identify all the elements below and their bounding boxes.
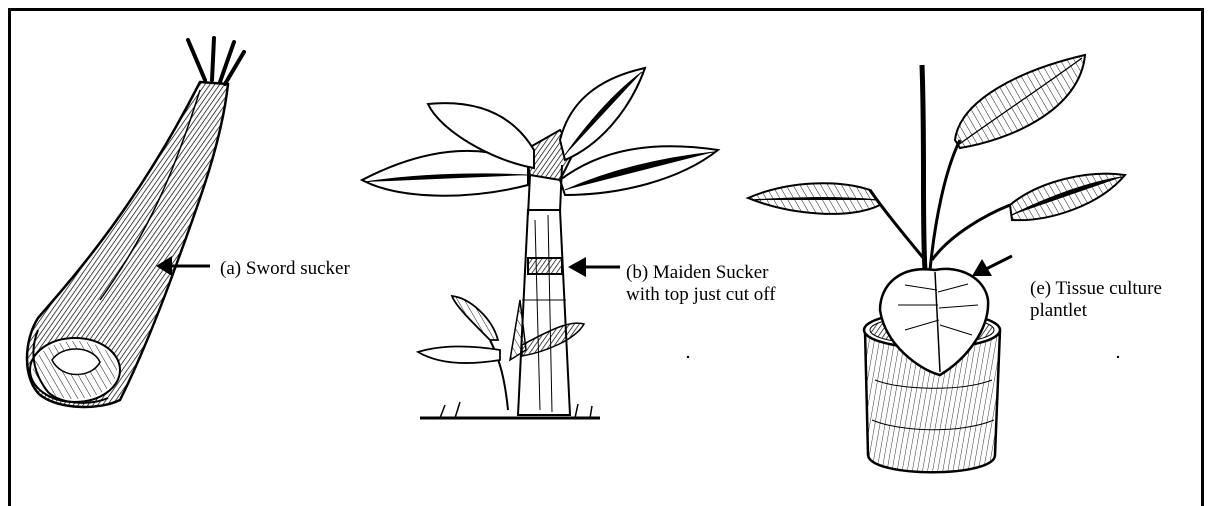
label-sword-sucker-line1: (a) Sword sucker — [220, 258, 350, 280]
maiden-sucker-drawing — [362, 68, 718, 418]
label-maiden-sucker-line1: (b) Maiden Sucker — [626, 262, 776, 284]
label-sword-sucker: (a) Sword sucker — [220, 258, 350, 280]
label-maiden-sucker-line2: with top just cut off — [626, 284, 776, 306]
label-tissue-culture: (e) Tissue culture plantlet — [1030, 278, 1162, 322]
label-maiden-sucker: (b) Maiden Sucker with top just cut off — [626, 262, 776, 306]
tissue-culture-plantlet-drawing — [748, 55, 1125, 472]
label-tissue-culture-line1: (e) Tissue culture — [1030, 278, 1162, 300]
label-tissue-culture-line2: plantlet — [1030, 300, 1162, 322]
sword-sucker-drawing — [27, 38, 244, 407]
